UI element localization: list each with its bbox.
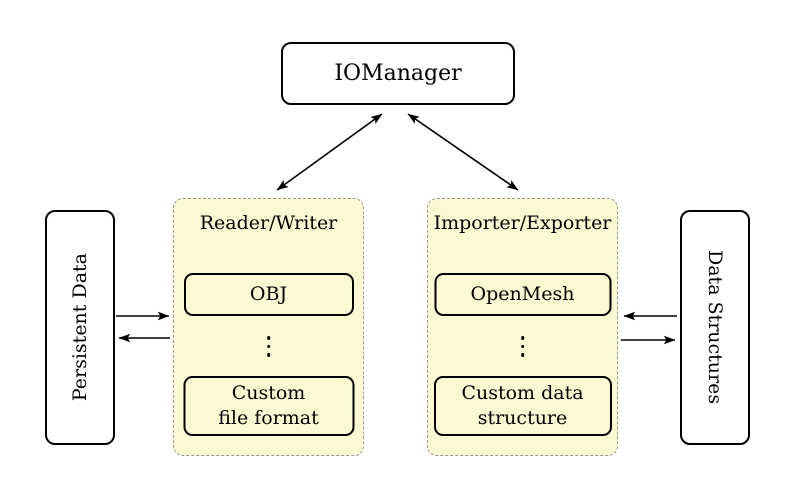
iomanager-node: IOManager [281, 42, 515, 105]
iomanager-label: IOManager [334, 61, 462, 86]
arrow-iomanager-readerwriter [276, 113, 383, 191]
arrow-iomanager-importerexporter [407, 113, 519, 191]
obj-label: OBJ [249, 283, 288, 305]
vertical-ellipsis-icon [266, 336, 271, 357]
importer-exporter-group: Importer/Exporter OpenMesh Custom data s… [427, 198, 618, 456]
vertical-ellipsis-icon [520, 336, 525, 357]
data-structures-node: Data Structures [680, 210, 750, 445]
persistent-data-node: Persistent Data [45, 210, 115, 445]
custom-data-structure-node: Custom data structure [433, 376, 612, 436]
openmesh-node: OpenMesh [434, 273, 611, 316]
persistent-data-label: Persistent Data [69, 253, 91, 402]
custom-data-structure-line1: Custom data [461, 382, 584, 404]
openmesh-label: OpenMesh [470, 283, 575, 305]
obj-node: OBJ [183, 273, 354, 316]
importer-exporter-title: Importer/Exporter [433, 212, 612, 234]
data-structures-label: Data Structures [704, 250, 726, 405]
custom-file-format-line2: file format [218, 407, 319, 429]
custom-file-format-line1: Custom [231, 382, 306, 404]
custom-file-format-node: Custom file format [183, 376, 354, 436]
reader-writer-title: Reader/Writer [199, 212, 338, 234]
reader-writer-group: Reader/Writer OBJ Custom file format [173, 198, 364, 456]
custom-data-structure-line2: structure [477, 407, 568, 429]
